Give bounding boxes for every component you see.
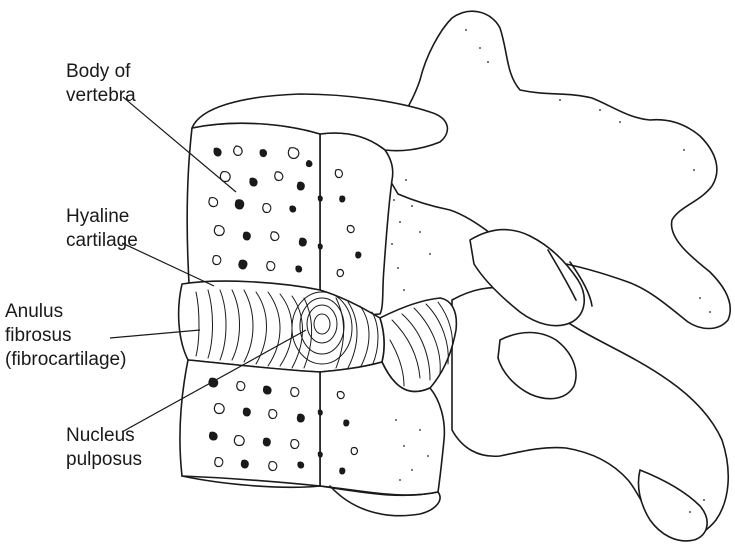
label-line: cartilage (66, 230, 138, 251)
label-line: Body of (66, 61, 131, 82)
label-line: pulposus (66, 449, 142, 470)
label-line: (fibrocartilage) (5, 349, 126, 370)
label-hyaline-cartilage: Hyaline cartilage (66, 206, 138, 251)
label-body-of-vertebra: Body of vertebra (66, 61, 136, 106)
label-anulus-fibrosus: Anulus fibrosus (fibrocartilage) (5, 301, 126, 370)
label-line: Nucleus (66, 425, 135, 446)
label-nucleus-pulposus: Nucleus pulposus (66, 425, 142, 470)
label-line: vertebra (66, 85, 136, 106)
upper-body-side (320, 133, 393, 315)
label-line: Anulus (5, 301, 63, 322)
label-line: fibrosus (5, 325, 72, 346)
label-line: Hyaline (66, 206, 129, 227)
